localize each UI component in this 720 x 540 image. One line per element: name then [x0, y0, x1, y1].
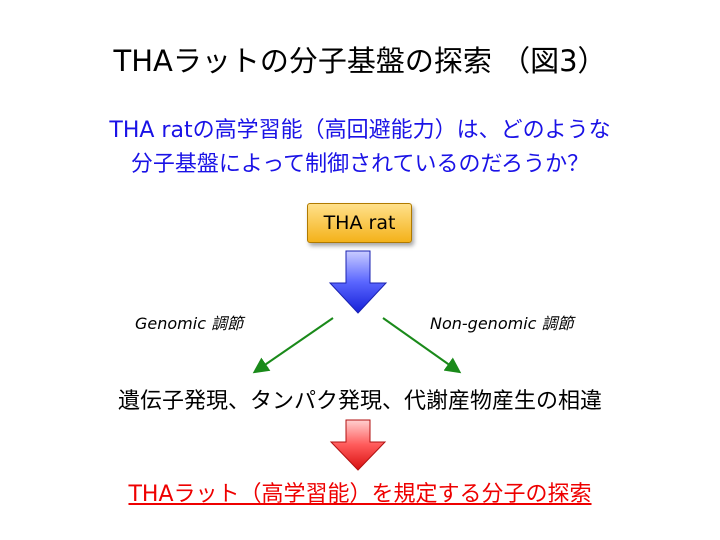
question-line-1: THA ratの高学習能（高回避能力）は、どのような	[109, 118, 611, 143]
green-arrow-right	[382, 317, 462, 374]
red-down-arrow	[329, 419, 387, 471]
tha-rat-box: THA rat	[307, 203, 412, 243]
conclusion-text: THAラット（高学習能）を規定する分子の探索	[128, 482, 592, 507]
slide-title: THAラットの分子基盤の探索 （図3）	[113, 44, 607, 78]
question-line-2: 分子基盤によって制御されているのだろうか？	[130, 152, 590, 177]
tha-rat-box-label: THA rat	[323, 212, 396, 234]
non-genomic-label: Non-genomic 調節	[430, 314, 574, 333]
genomic-label: Genomic 調節	[135, 314, 244, 333]
conclusion-line: THAラット（高学習能）を規定する分子の探索	[0, 476, 720, 508]
result-text: 遺伝子発現、タンパク発現、代謝産物産生の相違	[117, 389, 602, 414]
green-arrow-left	[252, 317, 334, 374]
blue-down-arrow	[328, 250, 388, 314]
